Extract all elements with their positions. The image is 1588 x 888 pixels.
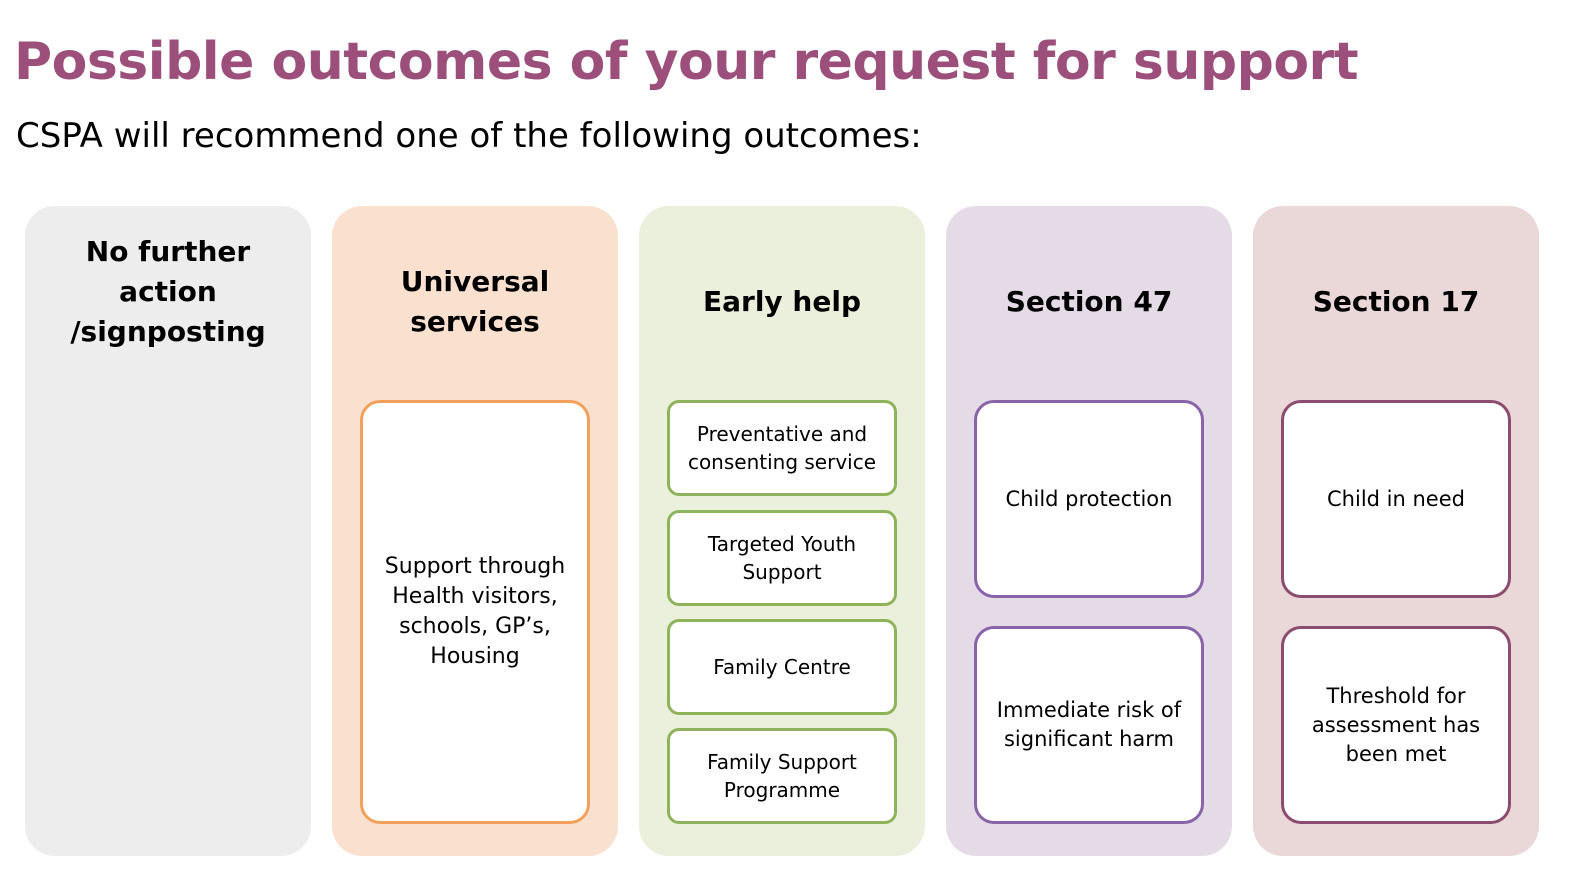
outcome-box: Family Centre	[667, 619, 897, 715]
page-title: Possible outcomes of your request for su…	[14, 32, 1359, 92]
outcome-box-text: Family Centre	[713, 655, 851, 679]
column-heading-text: No further action /signposting	[70, 235, 266, 348]
outcome-box: Child protection	[974, 400, 1204, 598]
column-heading-text: Early help	[703, 285, 861, 318]
outcome-box: Family Support Programme	[667, 728, 897, 824]
outcome-box-text: Support through Health visitors, schools…	[384, 554, 566, 669]
outcome-box: Threshold for assessment has been met	[1281, 626, 1511, 824]
column-heading: Early help	[639, 256, 925, 348]
outcome-box-text: Threshold for assessment has been met	[1311, 683, 1481, 766]
outcome-box-text: Immediate risk of significant harm	[996, 698, 1182, 751]
outcome-column-universal-services: Universal services Support through Healt…	[332, 206, 618, 856]
column-heading: Section 47	[946, 256, 1232, 348]
column-heading: Section 17	[1253, 256, 1539, 348]
outcome-box: Support through Health visitors, schools…	[360, 400, 590, 824]
outcome-column-section-17: Section 17 Child in need Threshold for a…	[1253, 206, 1539, 856]
column-heading-text: Universal services	[400, 265, 550, 338]
outcome-box-text: Preventative and consenting service	[687, 422, 877, 474]
column-heading-text: Section 47	[1005, 285, 1173, 318]
column-heading: Universal services	[332, 256, 618, 348]
outcome-box: Preventative and consenting service	[667, 400, 897, 496]
outcome-column-no-further-action: No further action /signposting	[25, 206, 311, 856]
column-heading-text: Section 17	[1312, 285, 1480, 318]
outcome-column-section-47: Section 47 Child protection Immediate ri…	[946, 206, 1232, 856]
outcome-box-text: Child in need	[1327, 486, 1465, 511]
column-heading: No further action /signposting	[25, 235, 311, 348]
outcome-box: Immediate risk of significant harm	[974, 626, 1204, 824]
page-subtitle: CSPA will recommend one of the following…	[16, 116, 922, 156]
outcome-box-text: Targeted Youth Support	[707, 532, 857, 584]
outcome-box-text: Child protection	[1005, 486, 1173, 511]
outcome-column-early-help: Early help Preventative and consenting s…	[639, 206, 925, 856]
outcome-box: Child in need	[1281, 400, 1511, 598]
outcome-box-text: Family Support Programme	[707, 750, 857, 802]
outcome-box: Targeted Youth Support	[667, 510, 897, 606]
